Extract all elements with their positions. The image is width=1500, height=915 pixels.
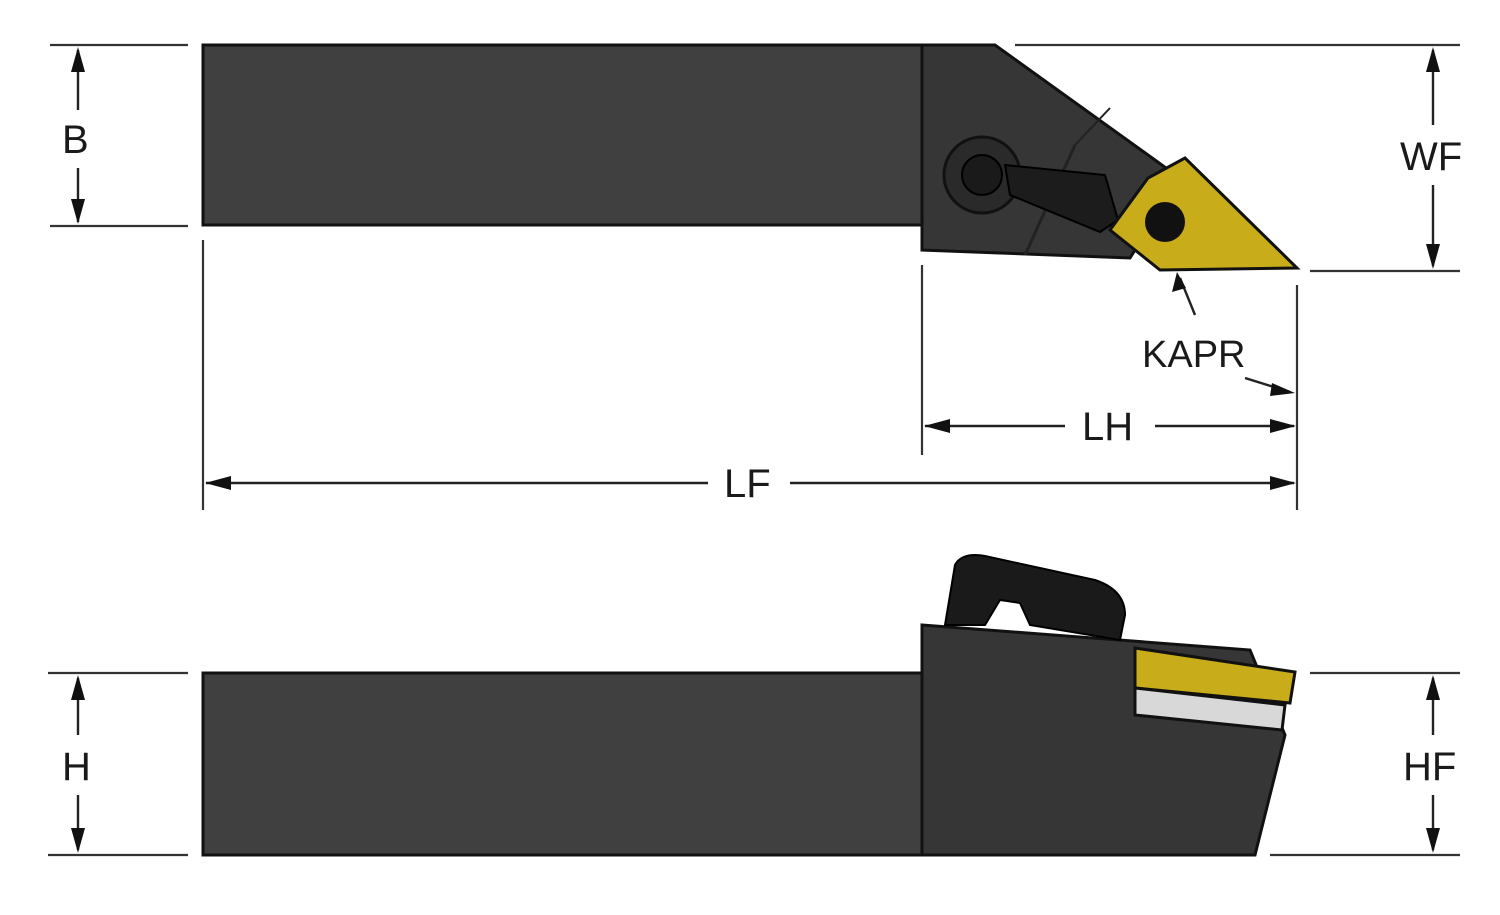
clamp-screw-inner xyxy=(961,154,1003,196)
label-lf: LF xyxy=(724,462,771,506)
top-insert xyxy=(1107,156,1301,272)
dimension-lines xyxy=(48,43,1460,857)
label-h: H xyxy=(62,745,91,789)
side-head xyxy=(920,623,1287,857)
side-insert xyxy=(1133,646,1297,705)
side-clamp-lever xyxy=(943,554,1127,642)
label-hf: HF xyxy=(1403,745,1456,789)
side-view xyxy=(201,554,1297,857)
label-lh: LH xyxy=(1082,405,1133,449)
label-kapr: KAPR xyxy=(1142,334,1245,376)
top-view xyxy=(201,43,1301,272)
top-shank xyxy=(201,43,925,227)
side-shim xyxy=(1133,686,1287,732)
label-b: B xyxy=(62,118,89,162)
label-wf: WF xyxy=(1400,135,1462,179)
side-shank xyxy=(201,671,925,857)
top-head-facet-2 xyxy=(1074,107,1111,146)
insert-hole xyxy=(1145,202,1185,242)
clamp-arm xyxy=(1003,163,1120,234)
